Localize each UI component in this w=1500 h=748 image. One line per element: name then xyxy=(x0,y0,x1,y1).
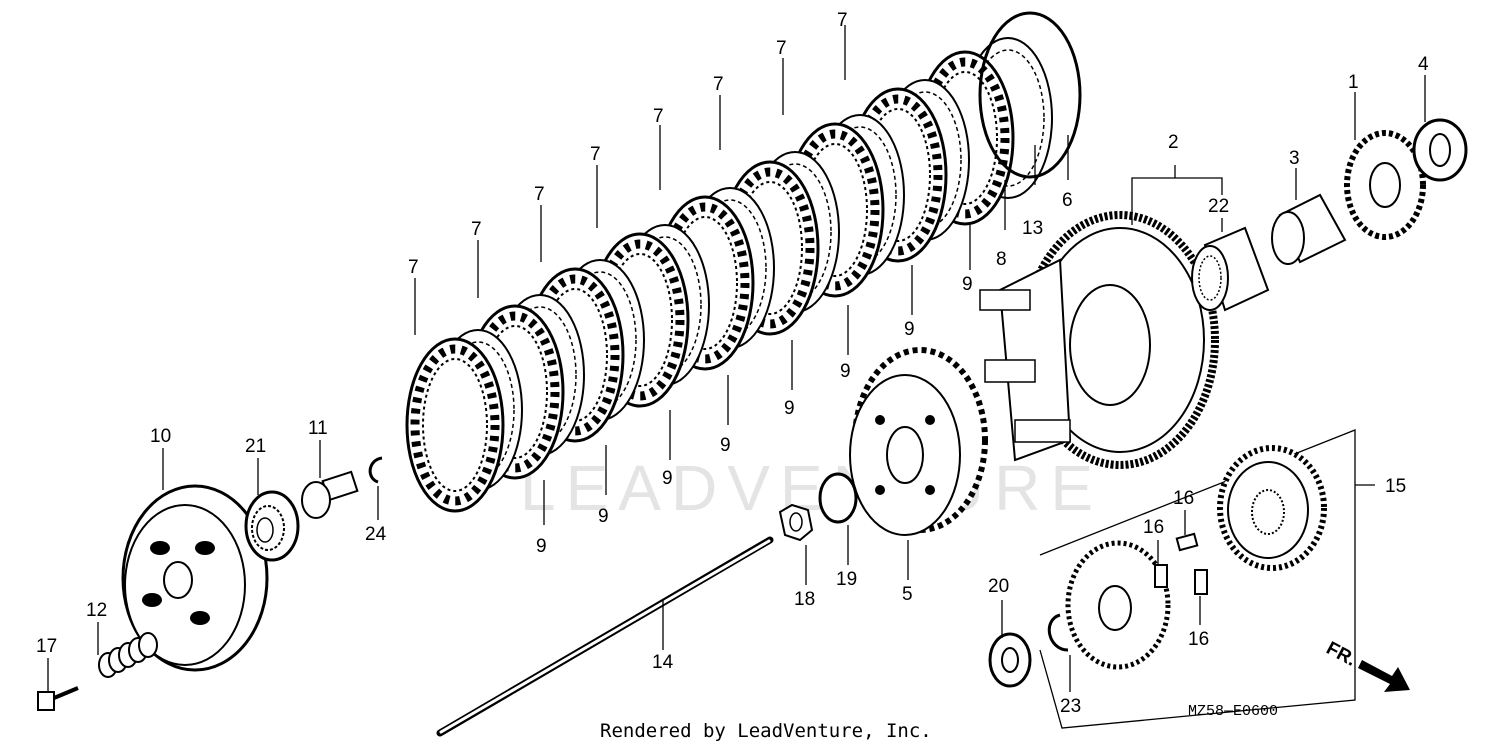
callout-11: 11 xyxy=(308,418,328,439)
callout-9: 9 xyxy=(662,468,673,489)
part-5-clutch-center xyxy=(849,347,988,536)
part-24-circlip xyxy=(368,456,383,484)
callout-9: 9 xyxy=(720,435,731,456)
callout-5: 5 xyxy=(902,584,913,605)
callout-19: 19 xyxy=(836,569,857,590)
part-4-washer xyxy=(1412,118,1468,182)
part-11-lifter-piece xyxy=(301,470,359,519)
callout-9: 9 xyxy=(784,398,795,419)
callout-7: 7 xyxy=(534,184,545,205)
callout-15: 15 xyxy=(1385,476,1406,497)
callout-18: 18 xyxy=(794,589,815,610)
part-10-pressure-plate xyxy=(121,484,269,672)
callout-21: 21 xyxy=(245,436,266,457)
part-6-ring xyxy=(978,11,1082,179)
callout-7: 7 xyxy=(408,257,419,278)
part-21-bearing xyxy=(244,490,300,562)
credit-text: Rendered by LeadVenture, Inc. xyxy=(600,720,932,742)
sub-gear xyxy=(1065,540,1171,670)
part-17-bolt xyxy=(37,686,79,711)
callout-9: 9 xyxy=(536,536,547,557)
callout-8: 8 xyxy=(996,249,1007,270)
callout-16: 16 xyxy=(1188,629,1209,650)
callout-10: 10 xyxy=(150,426,171,447)
callout-7: 7 xyxy=(837,10,848,31)
callout-20: 20 xyxy=(988,576,1009,597)
callout-7: 7 xyxy=(776,38,787,59)
part-23-snap-ring xyxy=(1047,613,1069,652)
front-arrow-icon xyxy=(1358,660,1410,692)
callout-3: 3 xyxy=(1289,148,1300,169)
callout-7: 7 xyxy=(653,106,664,127)
callout-14: 14 xyxy=(652,652,674,673)
part-18-nut xyxy=(778,503,814,542)
front-direction-indicator: FR. xyxy=(1323,638,1410,692)
callout-9: 9 xyxy=(840,361,851,382)
clutch-outer-housing xyxy=(979,211,1219,469)
part-19-washer xyxy=(818,472,858,524)
callout-labels: 1 4 2 3 22 13 6 8 7 7 7 7 7 7 7 7 9 9 9 … xyxy=(36,10,1429,717)
callout-9: 9 xyxy=(962,274,973,295)
part-3-collar xyxy=(1271,193,1347,265)
callout-24: 24 xyxy=(365,524,387,545)
callout-16: 16 xyxy=(1143,517,1164,538)
drawing-code: MZ58—E0600 xyxy=(1188,703,1278,720)
driven-gear xyxy=(1217,445,1327,571)
callout-22: 22 xyxy=(1208,196,1229,217)
callout-23: 23 xyxy=(1060,696,1081,717)
part-14-pushrod xyxy=(436,536,774,737)
callout-17: 17 xyxy=(36,636,57,657)
callout-9: 9 xyxy=(598,506,609,527)
part-22-needle-bearing xyxy=(1191,226,1270,312)
callout-7: 7 xyxy=(590,144,601,165)
part-1-sprocket xyxy=(1344,130,1426,240)
part-20-washer xyxy=(988,632,1032,688)
callout-4: 4 xyxy=(1418,54,1429,75)
callout-16: 16 xyxy=(1173,488,1194,509)
callout-9: 9 xyxy=(904,319,915,340)
part-16-springs xyxy=(1154,532,1208,595)
callout-2: 2 xyxy=(1168,132,1179,153)
callout-1: 1 xyxy=(1348,72,1359,93)
leader-lines xyxy=(47,25,1426,692)
callout-7: 7 xyxy=(471,219,482,240)
part-12-spring xyxy=(98,632,158,678)
callout-6: 6 xyxy=(1062,190,1073,211)
callout-12: 12 xyxy=(86,600,107,621)
callout-13: 13 xyxy=(1022,218,1043,239)
front-label: FR. xyxy=(1323,638,1360,671)
callout-7: 7 xyxy=(713,74,724,95)
